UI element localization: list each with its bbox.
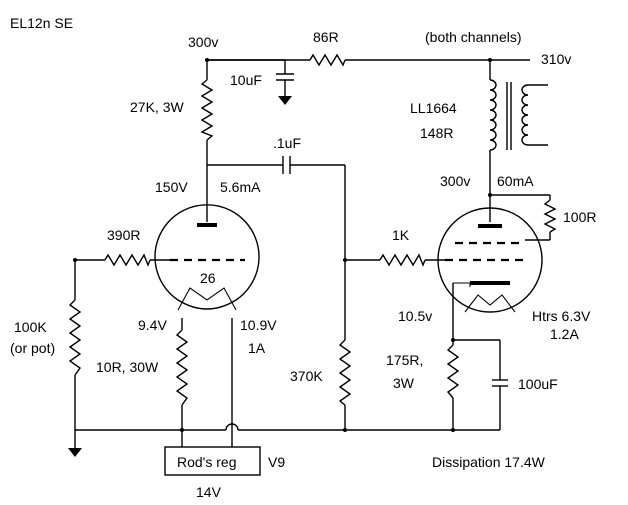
label-reg-out: 14V xyxy=(196,484,222,500)
resistor-27k xyxy=(200,79,214,141)
tube-el12-heater xyxy=(464,294,516,313)
tube-el12-envelope xyxy=(437,207,543,313)
label-r-cathode: 175R, xyxy=(386,352,423,368)
resistor-1k xyxy=(379,253,426,267)
regulator-box xyxy=(164,446,261,476)
label-regulator: Rod's reg xyxy=(177,454,236,470)
label-v-fil-a: 9.4V xyxy=(138,317,167,333)
resistor-86r xyxy=(309,53,346,67)
label-r-grid-26: 390R xyxy=(107,227,140,243)
tube-el12 xyxy=(437,207,543,313)
label-both-channels: (both channels) xyxy=(425,29,522,45)
label-r-cathode-w: 3W xyxy=(393,375,415,391)
label-reg-ref: V9 xyxy=(268,454,285,470)
transformer-secondary xyxy=(521,84,529,146)
label-b-plus-main: 310v xyxy=(541,51,571,67)
resistor-100k xyxy=(68,299,82,376)
label-tube-26: 26 xyxy=(200,270,216,286)
label-b-plus-26: 300v xyxy=(188,34,218,50)
label-heaters-i: 1.2A xyxy=(550,326,579,342)
label-r-input-note: (or pot) xyxy=(10,340,55,356)
label-i-plate-26: 5.6mA xyxy=(220,179,261,195)
label-transformer-dcr: 148R xyxy=(420,125,453,141)
label-r-dropper: 86R xyxy=(313,29,339,45)
junction-dot xyxy=(488,193,492,197)
label-r-grid-leak: 370K xyxy=(290,368,323,384)
label-v-cathode: 10.5v xyxy=(398,308,432,324)
label-r-grid-el12: 1K xyxy=(392,227,410,243)
label-i-plate-el12: 60mA xyxy=(497,173,534,189)
label-r-input: 100K xyxy=(14,319,47,335)
ground-symbol xyxy=(68,448,82,457)
label-r-plate-26: 27K, 3W xyxy=(130,99,184,115)
junction-dot xyxy=(451,338,455,342)
resistor-100r xyxy=(543,199,557,233)
label-transformer: LL1664 xyxy=(410,100,457,116)
label-v-plate-el12: 300v xyxy=(440,173,470,189)
label-c-filter: 10uF xyxy=(230,72,262,88)
label-c-cathode: 100uF xyxy=(518,376,558,392)
label-c-coupling: .1uF xyxy=(273,135,301,151)
ground-symbol xyxy=(278,96,292,105)
label-dissipation: Dissipation 17.4W xyxy=(432,454,546,470)
resistor-10r xyxy=(175,329,189,406)
title: EL12n SE xyxy=(10,15,73,31)
label-v-fil-b: 10.9V xyxy=(240,317,277,333)
resistor-175r xyxy=(446,344,460,399)
label-v-plate-26: 150V xyxy=(155,179,188,195)
junction-dot xyxy=(343,428,347,432)
tube-26 xyxy=(154,204,260,311)
label-i-fil: 1A xyxy=(248,340,266,356)
label-heaters: Htrs 6.3V xyxy=(532,308,591,324)
label-r-fil: 10R, 30W xyxy=(96,359,159,375)
resistor-370k xyxy=(338,339,352,406)
junction-dot xyxy=(73,258,77,262)
resistor-390r xyxy=(104,253,151,267)
tube-26-filament xyxy=(177,287,237,311)
transformer-primary xyxy=(489,79,497,151)
junction-dot xyxy=(343,258,347,262)
label-r-g2: 100R xyxy=(563,209,596,225)
tube-26-envelope xyxy=(154,204,260,310)
